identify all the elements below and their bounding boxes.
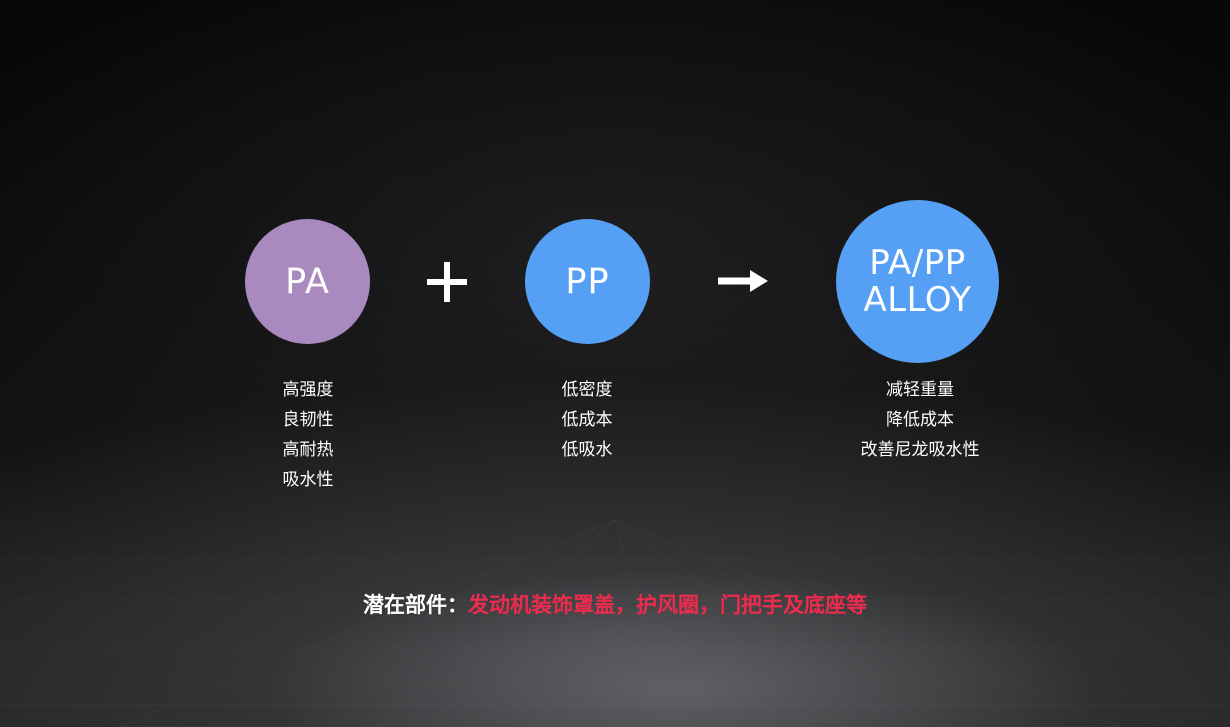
pp-property: 低成本 <box>561 410 613 430</box>
pp-label: PP <box>565 261 610 302</box>
alloy-label-line1: PA/PP <box>869 242 966 283</box>
pp-property: 低密度 <box>561 380 613 400</box>
alloy-property: 改善尼龙吸水性 <box>860 440 980 460</box>
plus-icon <box>427 262 467 302</box>
pa-property: 良韧性 <box>282 410 334 430</box>
alloy-circle: PA/PP ALLOY <box>836 200 999 363</box>
pa-label: PA <box>285 261 330 302</box>
alloy-label-line2: ALLOY <box>863 279 972 320</box>
pp-circle: PP <box>525 219 650 344</box>
pa-circle: PA <box>245 219 370 344</box>
alloy-properties-list: 减轻重量 降低成本 改善尼龙吸水性 <box>820 375 1020 465</box>
pp-properties-list: 低密度 低成本 低吸水 <box>527 375 647 465</box>
potential-parts-value: 发动机装饰罩盖，护风圈，门把手及底座等 <box>468 593 867 617</box>
alloy-property: 降低成本 <box>886 410 954 430</box>
pp-property: 低吸水 <box>561 440 613 460</box>
potential-parts: 潜在部件：发动机装饰罩盖，护风圈，门把手及底座等 <box>0 589 1230 621</box>
pa-property: 高强度 <box>282 380 334 400</box>
pa-property: 高耐热 <box>282 440 334 460</box>
potential-parts-label: 潜在部件： <box>363 593 468 617</box>
arrow-right-icon <box>718 270 768 292</box>
pa-properties-list: 高强度 良韧性 高耐热 吸水性 <box>248 375 368 495</box>
pa-property: 吸水性 <box>282 470 334 490</box>
alloy-property: 减轻重量 <box>886 380 954 400</box>
